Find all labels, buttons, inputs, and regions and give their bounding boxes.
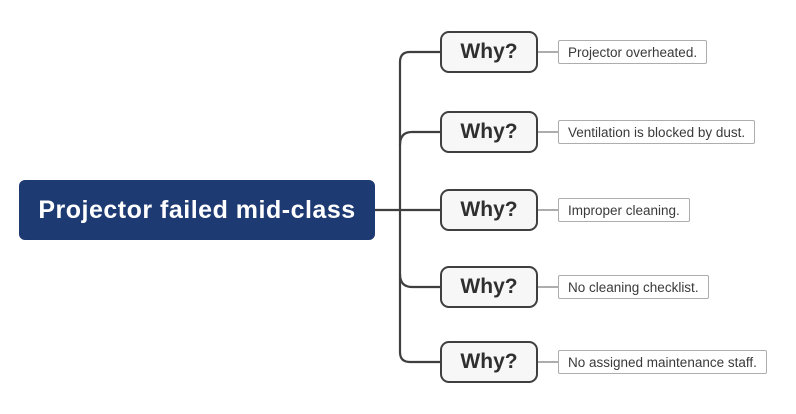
- answer-node-label: Projector overheated.: [568, 44, 698, 60]
- branch-line-4: [398, 273, 440, 289]
- why-node-label: Why?: [460, 350, 518, 373]
- answer-node-label: No assigned maintenance staff.: [568, 354, 757, 370]
- why-node-label: Why?: [460, 198, 518, 221]
- why-node-1[interactable]: Why?: [440, 31, 538, 73]
- answer-node-label: Improper cleaning.: [568, 202, 680, 218]
- answer-node-1[interactable]: Projector overheated.: [558, 40, 708, 64]
- trunk-line: [398, 50, 440, 364]
- branch-line-2: [398, 130, 440, 146]
- answer-node-label: No cleaning checklist.: [568, 279, 699, 295]
- answer-node-5[interactable]: No assigned maintenance staff.: [558, 350, 767, 374]
- why-node-5[interactable]: Why?: [440, 341, 538, 383]
- why-node-label: Why?: [460, 40, 518, 63]
- why-node-label: Why?: [460, 120, 518, 143]
- why-node-label: Why?: [460, 275, 518, 298]
- root-node-label: Projector failed mid-class: [38, 195, 356, 224]
- answer-node-4[interactable]: No cleaning checklist.: [558, 275, 709, 299]
- answer-node-label: Ventilation is blocked by dust.: [568, 124, 746, 140]
- why-node-3[interactable]: Why?: [440, 189, 538, 231]
- why-node-2[interactable]: Why?: [440, 111, 538, 153]
- why-node-4[interactable]: Why?: [440, 266, 538, 308]
- answer-node-3[interactable]: Improper cleaning.: [558, 198, 690, 222]
- answer-node-2[interactable]: Ventilation is blocked by dust.: [558, 120, 756, 144]
- root-cause-node[interactable]: Projector failed mid-class: [19, 180, 375, 240]
